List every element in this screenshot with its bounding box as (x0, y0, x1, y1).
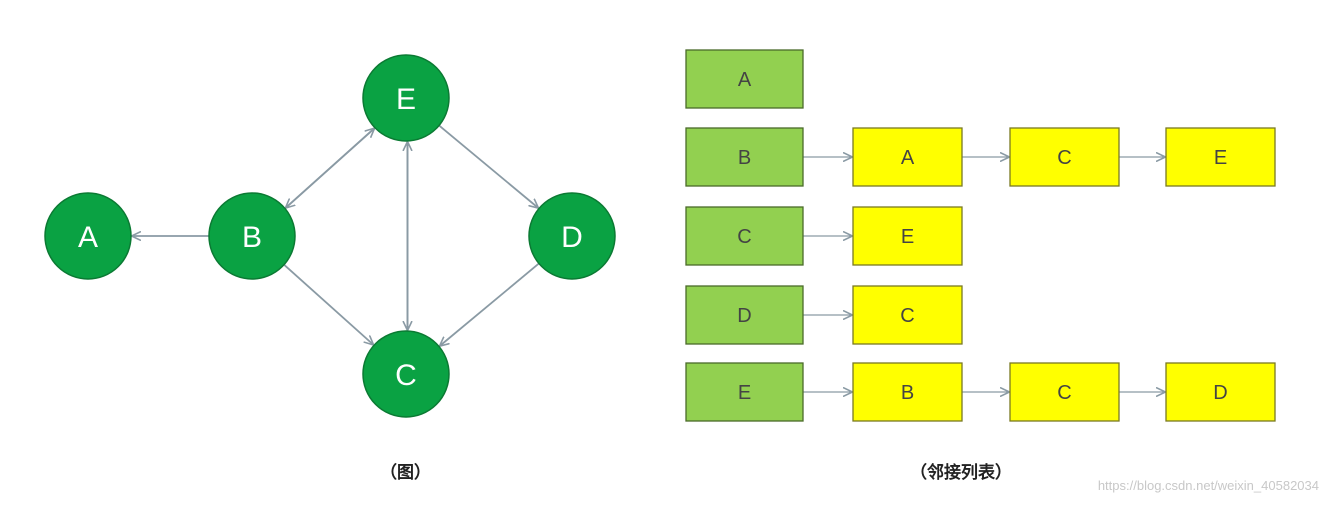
watermark: https://blog.csdn.net/weixin_40582034 (1097, 478, 1319, 493)
edge-E-to-B (286, 127, 376, 208)
graph-node-A: A (44, 192, 132, 280)
list-item-box (1009, 127, 1120, 187)
edge-D-to-C (440, 262, 540, 345)
list-item-box (852, 285, 963, 345)
list-item-label: A (901, 147, 915, 169)
list-head-label: B (738, 147, 751, 169)
adjacency-list-caption: （邻接列表） (910, 463, 1012, 483)
list-item-B-E: E (1165, 127, 1276, 187)
graph-node-B: B (208, 192, 296, 280)
list-item-B-C: C (1009, 127, 1120, 187)
graph-node-circle (528, 192, 616, 280)
graph-node-circle (362, 54, 450, 142)
list-head-label: C (737, 226, 751, 248)
list-item-box (1009, 362, 1120, 422)
list-item-D-C: C (852, 285, 963, 345)
list-item-E-D: D (1165, 362, 1276, 422)
graph-node-label: A (78, 221, 98, 254)
list-item-label: E (901, 226, 914, 248)
list-item-B-A: A (852, 127, 963, 187)
list-item-C-E: E (852, 206, 963, 266)
list-item-box (852, 206, 963, 266)
graph-node-circle (44, 192, 132, 280)
graph-caption: （图） (380, 463, 431, 483)
list-head-box (685, 49, 804, 109)
edge-E-to-D (438, 124, 538, 207)
list-item-label: C (1057, 147, 1071, 169)
list-item-box (852, 127, 963, 187)
graph-node-label: E (396, 83, 416, 116)
list-item-label: C (1057, 382, 1071, 404)
graph-nodes: A B E D C (44, 54, 616, 418)
list-head-label: A (738, 69, 752, 91)
edge-B-to-C (283, 264, 373, 345)
list-head-box (685, 127, 804, 187)
graph-node-E: E (362, 54, 450, 142)
list-head-box (685, 285, 804, 345)
list-item-label: E (1214, 147, 1227, 169)
graph: A B E D C (44, 54, 616, 418)
list-item-E-C: C (1009, 362, 1120, 422)
list-item-box (1165, 127, 1276, 187)
list-item-box (852, 362, 963, 422)
list-head-label: D (737, 305, 751, 327)
graph-node-circle (362, 330, 450, 418)
list-row-A: A (685, 49, 804, 109)
list-item-label: C (900, 305, 914, 327)
list-head-box (685, 362, 804, 422)
graph-node-D: D (528, 192, 616, 280)
graph-edges (132, 124, 540, 345)
list-item-box (1165, 362, 1276, 422)
list-head-box (685, 206, 804, 266)
graph-node-C: C (362, 330, 450, 418)
list-item-E-B: B (852, 362, 963, 422)
graph-node-label: D (561, 221, 583, 254)
list-head-label: E (738, 382, 751, 404)
list-arrows (803, 157, 1165, 392)
graph-node-label: B (242, 221, 262, 254)
list-item-label: D (1213, 382, 1227, 404)
graph-node-circle (208, 192, 296, 280)
list-item-label: B (901, 382, 914, 404)
graph-node-label: C (395, 359, 417, 392)
